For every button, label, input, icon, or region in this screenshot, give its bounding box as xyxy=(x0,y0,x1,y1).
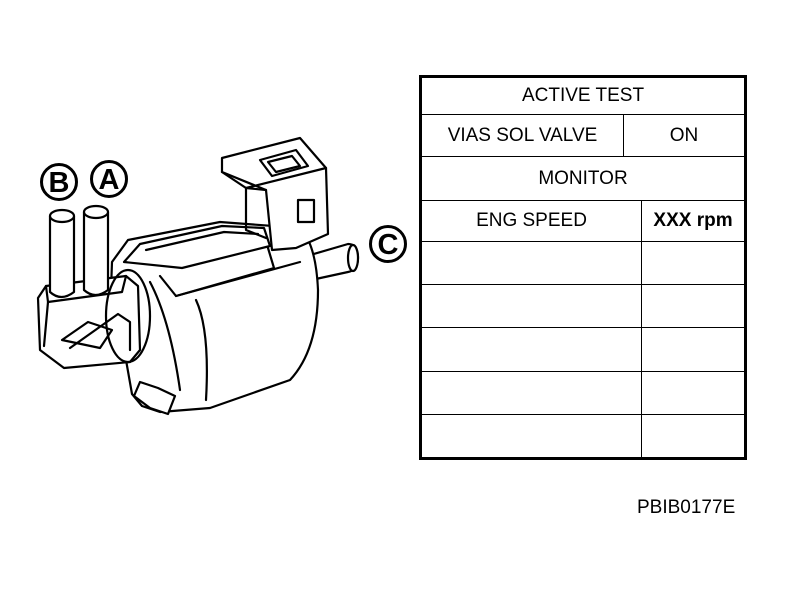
active-test-table: ACTIVE TEST VIAS SOL VALVE ON MONITOR EN… xyxy=(419,75,747,460)
table-row xyxy=(422,415,744,457)
monitor-item-row: ENG SPEED XXX rpm xyxy=(422,201,744,242)
test-item-label: VIAS SOL VALVE xyxy=(447,124,598,146)
port-a-tube xyxy=(82,210,110,297)
port-b-tube xyxy=(48,214,76,299)
connector-latch xyxy=(296,198,316,224)
test-item-value: ON xyxy=(623,115,744,156)
connector-slot xyxy=(258,148,310,178)
port-b-opening xyxy=(48,208,76,224)
table-row xyxy=(422,242,744,285)
valve-cover xyxy=(122,224,272,270)
test-item-row: VIAS SOL VALVE ON xyxy=(422,115,744,157)
table-row xyxy=(422,285,744,328)
active-test-header: ACTIVE TEST xyxy=(521,85,645,106)
callout-b: B xyxy=(40,163,78,201)
callout-c: C xyxy=(369,225,407,263)
monitor-item-value: XXX rpm xyxy=(641,201,744,241)
valve-flange xyxy=(132,380,177,416)
port-a-opening xyxy=(82,204,110,220)
table-row xyxy=(422,328,744,372)
table-header-row: ACTIVE TEST xyxy=(422,78,744,115)
port-c-opening xyxy=(346,243,360,273)
figure-reference: PBIB0177E xyxy=(637,497,736,518)
monitor-header: MONITOR xyxy=(538,167,628,189)
callout-a: A xyxy=(90,160,128,198)
table-row xyxy=(422,372,744,415)
monitor-item-label: ENG SPEED xyxy=(476,210,587,231)
monitor-header-row: MONITOR xyxy=(422,157,744,201)
